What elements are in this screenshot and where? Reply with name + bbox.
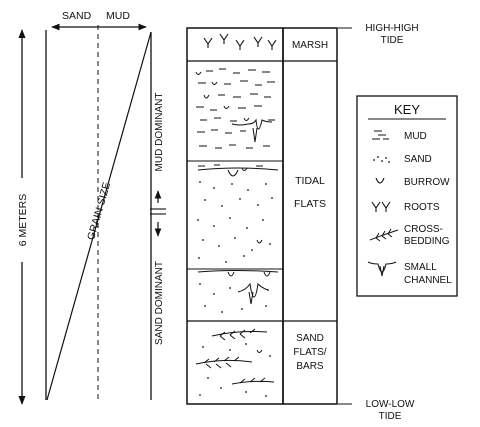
key-item-cross-bedding-line2: BEDDING xyxy=(404,236,450,247)
cross-bedding-pattern xyxy=(195,328,275,385)
thickness-label: 6 METERS xyxy=(17,194,29,247)
sand-dominant-label: SAND DOMINANT xyxy=(154,261,165,345)
low-tide-label-line1: LOW-LOW xyxy=(366,399,415,410)
cross-bedding-icon xyxy=(369,228,399,242)
marsh-label: MARSH xyxy=(292,40,328,51)
low-tide-label-line2: TIDE xyxy=(379,411,402,422)
stratigraphic-column: MARSH TIDAL FLATS SAND FLATS/ BARS xyxy=(186,27,338,405)
roots-icon xyxy=(371,201,391,212)
key-item-sand: SAND xyxy=(404,154,432,165)
grain-size-trend-line xyxy=(46,31,152,401)
high-tide-label-line1: HIGH-HIGH xyxy=(365,23,418,34)
marsh-roots xyxy=(203,33,277,50)
high-tide-label-line2: TIDE xyxy=(381,35,404,46)
mud-icon xyxy=(372,130,389,140)
high-tide-marker: HIGH-HIGH TIDE xyxy=(338,23,419,46)
key-panel: KEY MUD SAND BURROW ROOTS CROSS- BEDDING xyxy=(356,95,458,297)
mud-dominant-label: MUD DOMINANT xyxy=(154,93,165,172)
sand-header: SAND xyxy=(62,10,92,22)
grain-size-panel: SAND MUD GRAIN SIZE xyxy=(45,10,152,401)
burrow-icon xyxy=(375,177,385,184)
key-item-cross-bedding-line1: CROSS- xyxy=(404,224,443,235)
key-item-small-channel-line2: CHANNEL xyxy=(404,275,452,286)
key-item-burrow: BURROW xyxy=(404,177,450,188)
key-item-roots: ROOTS xyxy=(404,202,440,213)
dominance-indicator: MUD DOMINANT SAND DOMINANT xyxy=(150,93,166,345)
low-tide-marker: LOW-LOW TIDE xyxy=(338,399,415,422)
sand-flats-label-line1: SAND xyxy=(296,333,324,344)
sand-icon xyxy=(373,156,390,163)
small-channel-icon xyxy=(367,261,397,277)
sand-flats-label-line3: BARS xyxy=(296,361,324,372)
key-item-small-channel-line1: SMALL xyxy=(404,262,437,273)
tidal-flats-label-line2: FLATS xyxy=(294,198,326,210)
key-title: KEY xyxy=(394,102,420,117)
key-item-mud: MUD xyxy=(404,131,427,142)
mud-header: MUD xyxy=(106,10,130,22)
tidal-flats-label-line1: TIDAL xyxy=(295,175,325,187)
sand-layer-pattern xyxy=(197,181,273,313)
sand-flats-label-line2: FLATS/ xyxy=(293,347,326,358)
thickness-scale: 6 METERS xyxy=(17,29,29,405)
mud-layer-pattern xyxy=(195,68,279,177)
grain-size-label: GRAIN SIZE xyxy=(85,181,113,242)
